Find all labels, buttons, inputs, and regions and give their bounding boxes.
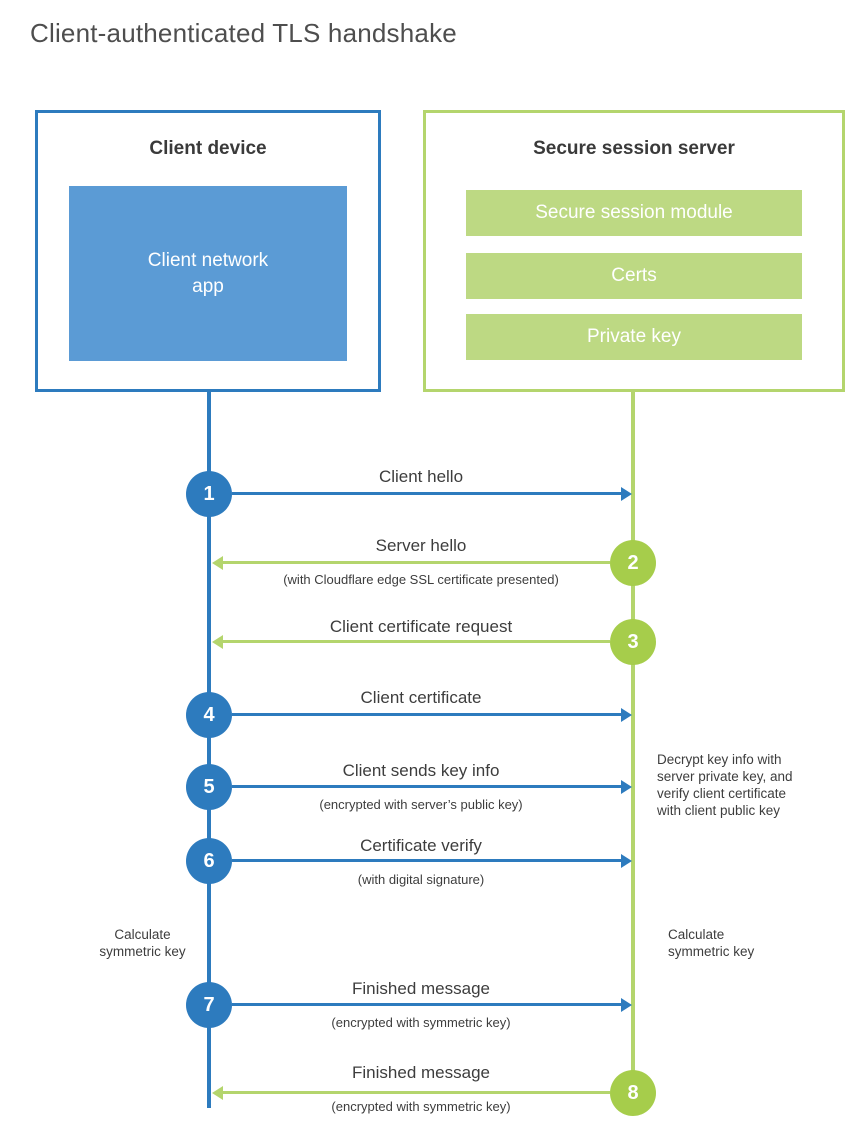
step-7-label: Finished message: [352, 979, 490, 998]
client-lifeline: [207, 390, 211, 1108]
client-device-box: Client device Client network app: [35, 110, 381, 392]
calculate-symmetric-key-left: Calculate symmetric key: [99, 927, 186, 959]
server-box: Secure session server Secure session mod…: [423, 110, 845, 392]
client-device-title: Client device: [149, 138, 267, 159]
step-5-label: Client sends key info: [342, 761, 500, 780]
step-8-circle: 8: [610, 1070, 656, 1116]
step-5-subtitle: (encrypted with server’s public key): [319, 797, 523, 812]
client-network-app: Client network app: [69, 186, 347, 361]
step-7-subtitle: (encrypted with symmetric key): [331, 1015, 511, 1030]
arrowhead-right-icon: [621, 779, 632, 794]
decrypt-key-note: Decrypt key info with server private key…: [657, 752, 793, 818]
step-4-arrow: [232, 707, 632, 722]
step-4-label: Client certificate: [360, 688, 482, 707]
arrowhead-left-icon: [212, 1085, 223, 1100]
step-8-arrow: [212, 1085, 610, 1100]
step-6-label: Certificate verify: [360, 836, 482, 855]
server-module-private-key: Private key: [466, 314, 802, 360]
step-2-subtitle: (with Cloudflare edge SSL certificate pr…: [283, 572, 559, 587]
step-6-subtitle: (with digital signature): [357, 872, 485, 887]
arrowhead-left-icon: [212, 634, 223, 649]
arrowhead-right-icon: [621, 997, 632, 1012]
step-1-arrow: [232, 486, 632, 501]
server-lifeline: [631, 390, 635, 1092]
step-3-arrow: [212, 634, 610, 649]
step-1-label: Client hello: [378, 467, 464, 486]
step-1-circle: 1: [186, 471, 232, 517]
arrowhead-right-icon: [621, 853, 632, 868]
step-6-arrow: [232, 853, 632, 868]
step-4-circle: 4: [186, 692, 232, 738]
server-module-secure-session: Secure session module: [466, 190, 802, 236]
step-8-subtitle: (encrypted with symmetric key): [331, 1099, 511, 1114]
step-2-circle: 2: [610, 540, 656, 586]
step-5-circle: 5: [186, 764, 232, 810]
step-8-label: Finished message: [352, 1063, 490, 1082]
step-3-label: Client certificate request: [329, 617, 513, 636]
step-3-circle: 3: [610, 619, 656, 665]
step-7-circle: 7: [186, 982, 232, 1028]
step-6-circle: 6: [186, 838, 232, 884]
arrowhead-left-icon: [212, 555, 223, 570]
step-2-label: Server hello: [375, 536, 467, 555]
arrowhead-right-icon: [621, 707, 632, 722]
server-box-title: Secure session server: [533, 138, 735, 159]
step-2-arrow: [212, 555, 610, 570]
step-5-arrow: [232, 779, 632, 794]
arrowhead-right-icon: [621, 486, 632, 501]
page-title: Client-authenticated TLS handshake: [30, 18, 457, 48]
calculate-symmetric-key-right: Calculate symmetric key: [668, 927, 755, 959]
step-7-arrow: [232, 997, 632, 1012]
server-module-certs: Certs: [466, 253, 802, 299]
